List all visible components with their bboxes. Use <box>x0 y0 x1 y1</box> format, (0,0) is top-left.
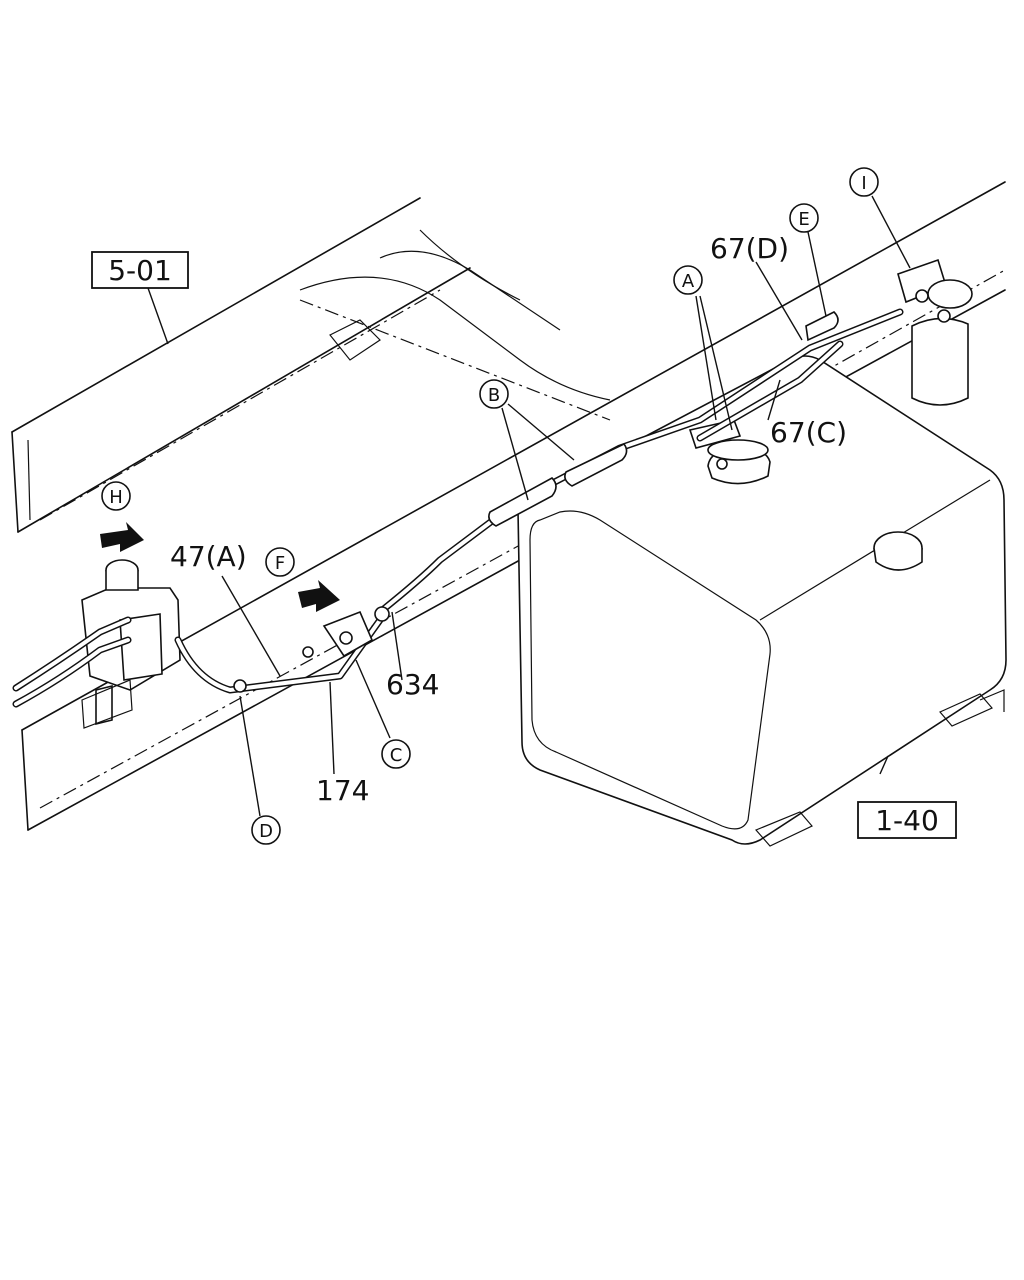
ref-box-5-01[interactable]: 5-01 <box>91 251 189 289</box>
callout-d-label: D <box>259 821 273 842</box>
callout-c[interactable]: C <box>381 739 411 769</box>
part-47a-label[interactable]: 47(A) <box>170 540 247 573</box>
ref-1-40-label: 1-40 <box>875 804 939 837</box>
cross-member <box>299 229 611 421</box>
callout-d[interactable]: D <box>251 815 281 845</box>
callout-h[interactable]: H <box>101 481 131 511</box>
frame-rail-left <box>11 197 471 533</box>
callout-a-label: A <box>682 271 695 292</box>
fuel-filter-right <box>897 258 973 406</box>
callout-a[interactable]: A <box>673 265 703 295</box>
leader-lines <box>147 195 911 817</box>
callout-e[interactable]: E <box>789 203 819 233</box>
water-separator <box>688 419 771 485</box>
part-67d-label[interactable]: 67(D) <box>710 232 789 265</box>
part-634-label[interactable]: 634 <box>386 668 439 701</box>
arrow-h <box>100 522 144 552</box>
callout-f[interactable]: F <box>265 547 295 577</box>
callout-i[interactable]: I <box>849 167 879 197</box>
connector-c <box>302 606 390 658</box>
clip-d <box>233 679 247 693</box>
hose-sleeves <box>488 311 839 527</box>
ref-5-01-label: 5-01 <box>108 254 172 287</box>
callout-e-label: E <box>798 209 809 230</box>
arrow-f <box>298 580 340 612</box>
callout-h-label: H <box>109 487 123 508</box>
part-174-label[interactable]: 174 <box>316 774 369 807</box>
part-67c-label[interactable]: 67(C) <box>770 416 847 449</box>
callout-i-label: I <box>861 173 866 194</box>
feed-pump-left <box>81 559 181 729</box>
fuel-tank <box>517 355 1007 847</box>
ref-box-1-40[interactable]: 1-40 <box>857 801 957 839</box>
callout-c-label: C <box>390 745 403 766</box>
callout-b-label: B <box>488 385 500 406</box>
callout-b[interactable]: B <box>479 379 509 409</box>
callout-f-label: F <box>275 553 285 574</box>
